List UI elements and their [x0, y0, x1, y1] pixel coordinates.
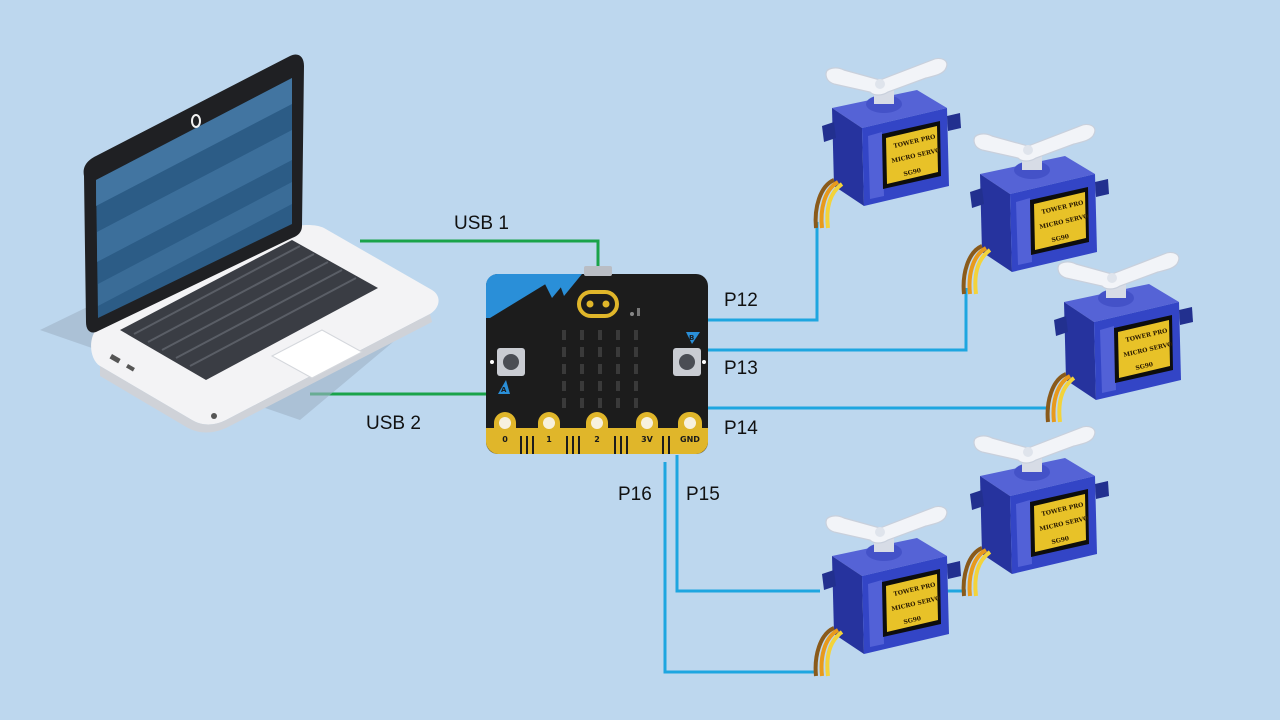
usb1-label: USB 1 — [454, 213, 509, 234]
p15-wire — [675, 455, 820, 593]
p15-label: P15 — [686, 484, 720, 505]
servo-motor-5 — [813, 504, 963, 678]
p12-wire — [708, 222, 819, 322]
pin-label-3v: 3V — [641, 435, 654, 444]
pin-label-gnd: GND — [680, 435, 700, 444]
servo-motor-3 — [1045, 250, 1195, 424]
usb-wires — [310, 239, 600, 396]
button-b-label: B — [689, 334, 694, 342]
button-b[interactable]: B — [673, 332, 706, 376]
pin-label-1: 1 — [546, 435, 552, 444]
button-a[interactable]: A — [490, 348, 525, 394]
p14-label: P14 — [724, 418, 758, 439]
microbit-board: A B 0 1 2 3V GND — [486, 266, 708, 454]
microbit-logo — [577, 290, 619, 318]
p13-wire — [708, 288, 968, 352]
servo-wires — [663, 222, 1050, 674]
pin-label-2: 2 — [594, 435, 600, 444]
usb-port — [584, 266, 612, 276]
button-a-label: A — [501, 386, 507, 394]
p16-label: P16 — [618, 484, 652, 505]
usb2-label: USB 2 — [366, 413, 421, 434]
laptop — [40, 54, 439, 433]
pin-label-0: 0 — [502, 435, 508, 444]
servo-motor-1 — [813, 56, 963, 230]
p12-label: P12 — [724, 290, 758, 311]
p16-wire — [663, 462, 817, 674]
servo-motor-4 — [961, 424, 1111, 598]
led-matrix — [562, 330, 638, 408]
p13-label: P13 — [724, 358, 758, 379]
usb1-wire — [360, 239, 600, 274]
pin-pads — [494, 412, 702, 444]
